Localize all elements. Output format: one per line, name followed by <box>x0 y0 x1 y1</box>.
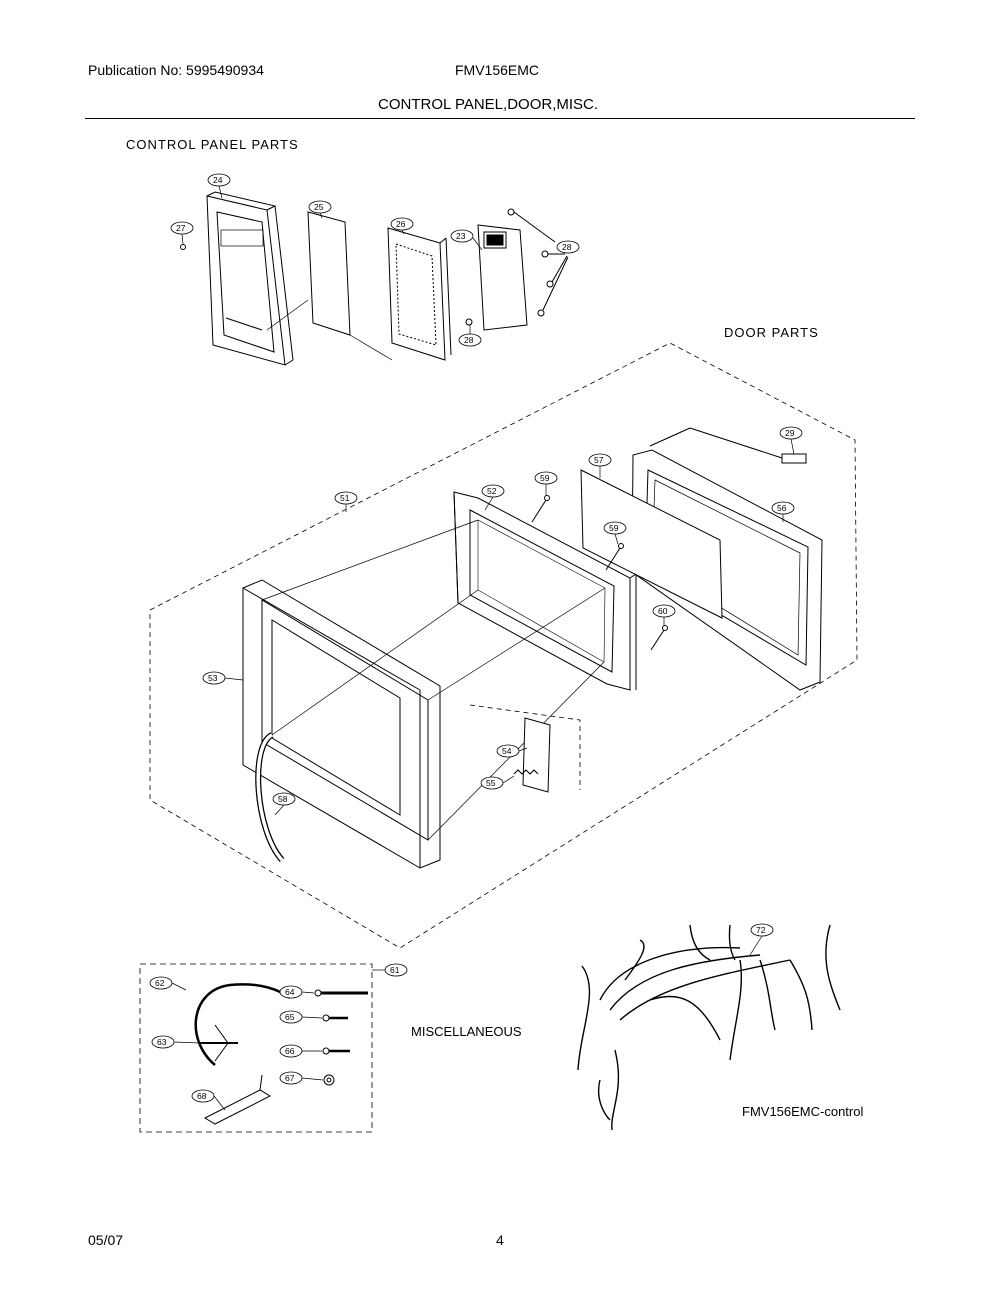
callout-54: 54 <box>496 744 520 758</box>
page-number: 4 <box>496 1232 504 1248</box>
callout-66: 66 <box>279 1044 303 1058</box>
callout-29: 29 <box>779 426 803 440</box>
screw-28-group <box>465 208 569 326</box>
callouts: 24 25 26 23 27 28 28 29 51 52 59 57 59 5… <box>149 173 803 1103</box>
wire-harness-72 <box>577 924 841 1131</box>
spring-55 <box>513 769 539 775</box>
svg-text:59: 59 <box>609 523 619 533</box>
callout-68: 68 <box>191 1089 215 1103</box>
callout-72: 72 <box>750 923 774 937</box>
svg-text:57: 57 <box>594 455 604 465</box>
door-frame-52 <box>453 491 637 691</box>
callout-62: 62 <box>149 976 173 990</box>
harness-caption: FMV156EMC-control <box>742 1104 864 1119</box>
control-panel-parts-label: CONTROL PANEL PARTS <box>126 137 299 152</box>
svg-text:28: 28 <box>562 242 572 252</box>
misc-tube-62 <box>194 983 291 1066</box>
callout-59-lower: 59 <box>603 521 627 535</box>
door-front-panel-53 <box>242 579 441 869</box>
svg-text:64: 64 <box>285 987 295 997</box>
callout-58: 58 <box>272 792 296 806</box>
svg-text:51: 51 <box>340 493 350 503</box>
washer-67 <box>323 1074 335 1086</box>
svg-text:59: 59 <box>540 473 550 483</box>
svg-text:60: 60 <box>658 606 668 616</box>
callout-25: 25 <box>308 200 332 214</box>
door-screen-57 <box>580 469 723 619</box>
callout-64: 64 <box>279 985 303 999</box>
svg-text:25: 25 <box>314 202 324 212</box>
screw-65 <box>322 1014 348 1022</box>
leader-lines <box>171 185 795 1111</box>
callout-24: 24 <box>207 173 231 187</box>
callout-53: 53 <box>202 671 226 685</box>
callout-28-right: 28 <box>556 240 580 254</box>
svg-text:26: 26 <box>396 219 406 229</box>
svg-text:23: 23 <box>456 231 466 241</box>
svg-text:52: 52 <box>487 486 497 496</box>
svg-text:62: 62 <box>155 978 165 988</box>
callout-63: 63 <box>151 1035 175 1049</box>
screw-66 <box>322 1047 350 1055</box>
callout-28-bottom: 28 <box>458 333 482 347</box>
page-title: CONTROL PANEL,DOOR,MISC. <box>378 96 599 113</box>
callout-67: 67 <box>279 1071 303 1085</box>
assembly-guide-lines <box>261 519 606 841</box>
model-number: FMV156EMC <box>455 62 540 78</box>
svg-text:68: 68 <box>197 1091 207 1101</box>
control-panel-frame <box>206 191 294 366</box>
svg-text:54: 54 <box>502 746 512 756</box>
screw-64 <box>314 989 368 997</box>
callout-61: 61 <box>384 963 408 977</box>
callout-57: 57 <box>588 453 612 467</box>
svg-text:63: 63 <box>157 1037 167 1047</box>
svg-text:72: 72 <box>756 925 766 935</box>
svg-text:65: 65 <box>285 1012 295 1022</box>
bracket-68 <box>203 1074 272 1125</box>
svg-text:58: 58 <box>278 794 288 804</box>
callout-60: 60 <box>652 604 676 618</box>
callout-23: 23 <box>450 229 474 243</box>
callout-56: 56 <box>771 501 795 515</box>
callout-59-upper: 59 <box>534 471 558 485</box>
screw-27 <box>180 244 186 250</box>
header-rule <box>85 118 915 119</box>
svg-text:27: 27 <box>176 223 186 233</box>
svg-text:29: 29 <box>785 428 795 438</box>
svg-text:56: 56 <box>777 503 787 513</box>
screw-60 <box>650 625 668 651</box>
door-parts-label: DOOR PARTS <box>724 325 819 340</box>
svg-text:61: 61 <box>390 965 400 975</box>
svg-text:24: 24 <box>213 175 223 185</box>
screw-59-upper <box>531 495 550 523</box>
control-panel-overlay <box>307 211 351 336</box>
publication-number: Publication No: 5995490934 <box>88 62 264 78</box>
control-panel-pcb-bracket <box>387 227 452 361</box>
callout-26: 26 <box>390 217 414 231</box>
callout-52: 52 <box>481 484 505 498</box>
callout-27: 27 <box>170 221 194 235</box>
door-handle-58 <box>255 732 285 863</box>
svg-text:28: 28 <box>464 335 474 345</box>
toggle-bolt-63 <box>200 1024 238 1062</box>
screw-59-lower <box>605 543 624 571</box>
callout-65: 65 <box>279 1010 303 1024</box>
callout-51: 51 <box>334 491 358 505</box>
miscellaneous-label: MISCELLANEOUS <box>411 1024 522 1039</box>
footer-date: 05/07 <box>88 1232 124 1248</box>
control-board <box>477 224 528 331</box>
svg-text:55: 55 <box>486 778 496 788</box>
svg-text:67: 67 <box>285 1073 295 1083</box>
svg-text:53: 53 <box>208 673 218 683</box>
misc-kit-outline-61 <box>139 963 373 1133</box>
svg-text:66: 66 <box>285 1046 295 1056</box>
callout-55: 55 <box>480 776 504 790</box>
